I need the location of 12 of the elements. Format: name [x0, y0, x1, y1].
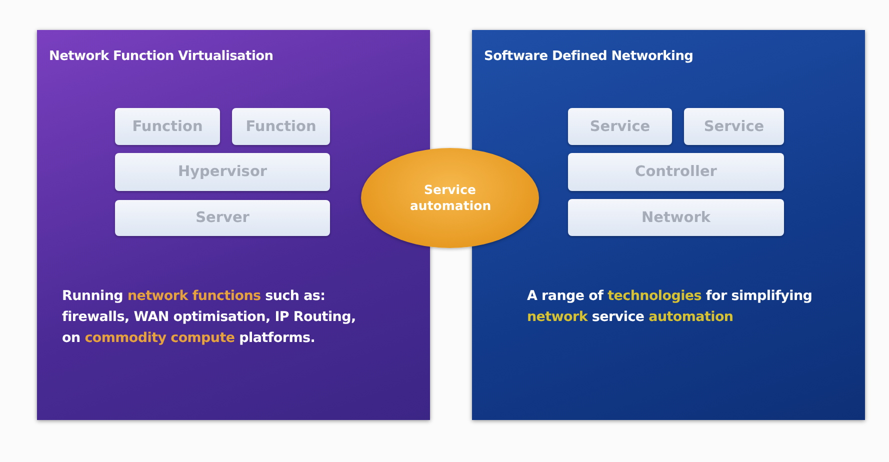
layer-block: Function	[115, 108, 220, 145]
layer-block: Hypervisor	[115, 153, 330, 191]
layer-block: Controller	[568, 153, 784, 191]
panel-title: Software Defined Networking	[484, 49, 694, 64]
panel-description: Running network functions such as: firewalls, WAN optimisation, IP Routing, on commodity compute platforms.	[62, 287, 357, 348]
layer-block: Service	[568, 108, 672, 145]
layer-block: Network	[568, 199, 784, 236]
layer-block: Service	[684, 108, 784, 145]
panel-title: Network Function Virtualisation	[49, 49, 274, 64]
panel-description: A range of technologies for simplifying network service automation	[527, 287, 814, 327]
layer-block: Server	[115, 200, 330, 236]
layer-block: Function	[232, 108, 330, 145]
